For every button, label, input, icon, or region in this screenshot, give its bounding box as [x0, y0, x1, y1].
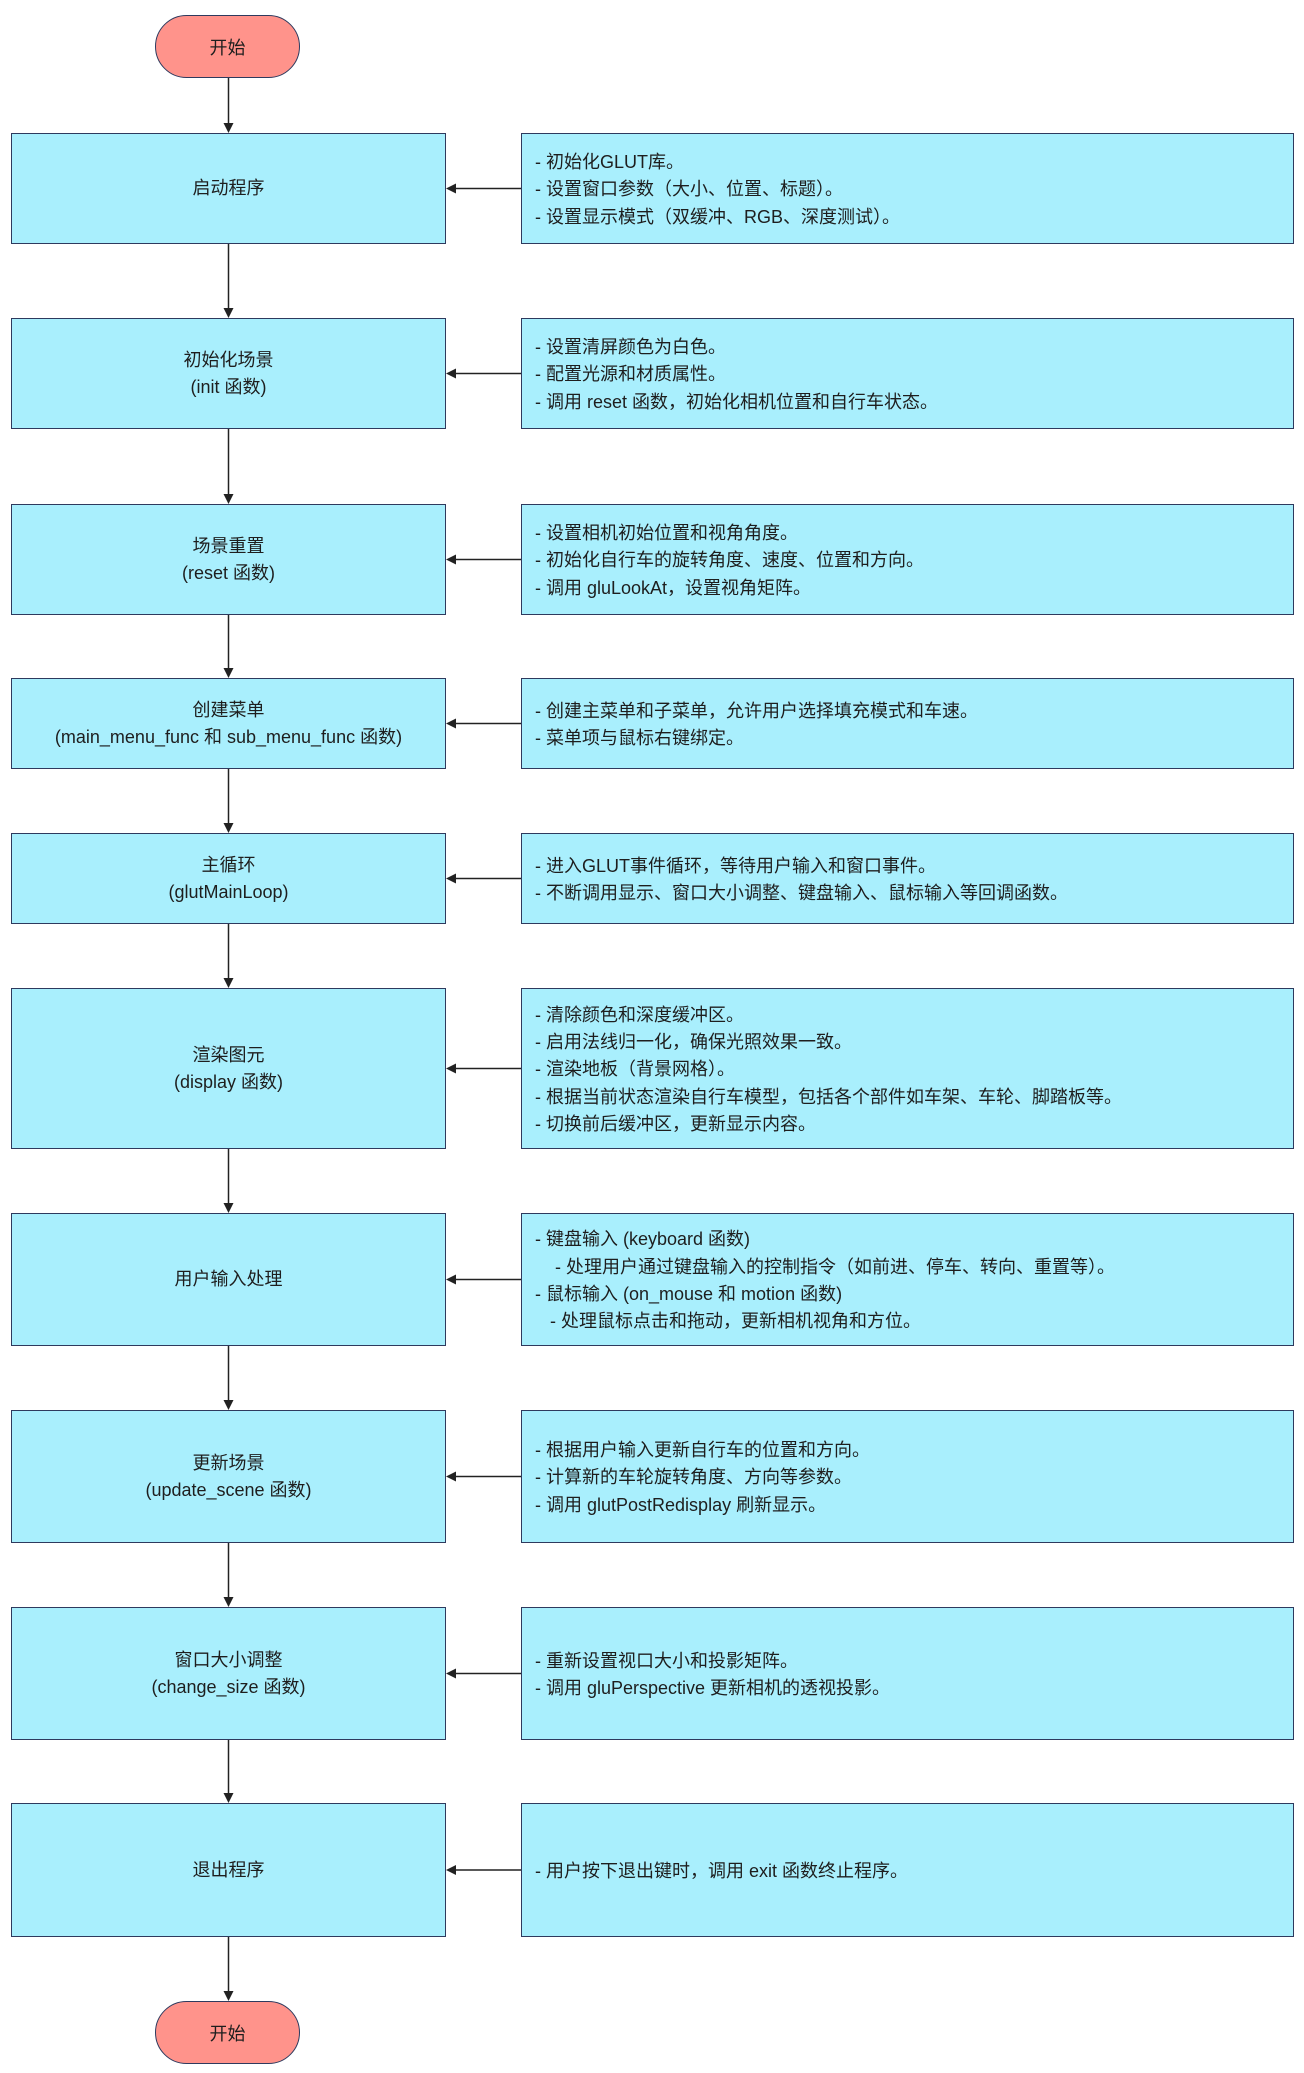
step-exit-program: 退出程序 [11, 1803, 446, 1937]
detail-line: - 鼠标输入 (on_mouse 和 motion 函数) [535, 1284, 843, 1304]
flow-arrowhead [223, 668, 234, 678]
step-title: 创建菜单 [192, 699, 265, 720]
details-user-input: - 键盘输入 (keyboard 函数) - 处理用户通过键盘输入的控制指令（如… [521, 1213, 1294, 1346]
details-exit-program: - 用户按下退出键时，调用 exit 函数终止程序。 [521, 1803, 1294, 1937]
detail-line: - 切换前后缓冲区，更新显示内容。 [535, 1113, 816, 1134]
step-title: 场景重置 [192, 535, 265, 556]
detail-arrowhead [446, 873, 456, 884]
details-launch-program: - 初始化GLUT库。 - 设置窗口参数（大小、位置、标题）。 - 设置显示模式… [521, 133, 1294, 244]
detail-line: - 配置光源和材质属性。 [535, 364, 726, 385]
detail-line: - 设置清屏颜色为白色。 [535, 337, 726, 358]
step-subtitle: (main_menu_func 和 sub_menu_func 函数) [54, 726, 403, 747]
flow-arrowhead [223, 1991, 234, 2001]
step-title: 启动程序 [192, 178, 265, 198]
step-subtitle: (change_size 函数) [151, 1676, 306, 1697]
step-title: 渲染图元 [192, 1044, 265, 1065]
detail-line: - 创建主菜单和子菜单，允许用户选择填充模式和车速。 [535, 700, 978, 721]
step-subtitle: (glutMainLoop) [168, 881, 289, 902]
detail-line: - 进入GLUT事件循环，等待用户输入和窗口事件。 [535, 855, 936, 876]
step-title: 主循环 [201, 854, 256, 875]
details-create-menu: - 创建主菜单和子菜单，允许用户选择填充模式和车速。 - 菜单项与鼠标右键绑定。 [521, 678, 1294, 769]
detail-line: - 调用 glutPostRedisplay 刷新显示。 [535, 1494, 827, 1515]
end-terminal: 开始 [155, 2001, 300, 2064]
flow-arrowhead [223, 1793, 234, 1803]
step-window-resize: 窗口大小调整 (change_size 函数) [11, 1607, 446, 1740]
detail-line: - 调用 gluLookAt，设置视角矩阵。 [535, 577, 812, 598]
detail-line: - 调用 gluPerspective 更新相机的透视投影。 [535, 1678, 891, 1698]
step-title: 用户输入处理 [174, 1269, 283, 1289]
step-launch-program: 启动程序 [11, 133, 446, 244]
details-update-scene: - 根据用户输入更新自行车的位置和方向。 - 计算新的车轮旋转角度、方向等参数。… [521, 1410, 1294, 1543]
detail-line: - 初始化自行车的旋转角度、速度、位置和方向。 [535, 550, 924, 571]
detail-line: - 根据用户输入更新自行车的位置和方向。 [535, 1440, 870, 1461]
step-reset-scene: 场景重置 (reset 函数) [11, 504, 446, 615]
detail-line: - 用户按下退出键时，调用 exit 函数终止程序。 [535, 1860, 909, 1881]
start-terminal: 开始 [155, 15, 300, 78]
detail-subline: - 处理鼠标点击和拖动，更新相机视角和方位。 [535, 1311, 921, 1332]
flow-arrowhead [223, 823, 234, 833]
step-title: 更新场景 [192, 1452, 265, 1473]
step-main-loop: 主循环 (glutMainLoop) [11, 833, 446, 924]
detail-line: - 不断调用显示、窗口大小调整、键盘输入、鼠标输入等回调函数。 [535, 883, 1068, 903]
flow-arrowhead [223, 1597, 234, 1607]
detail-arrowhead [446, 554, 456, 565]
end-terminal-label: 开始 [209, 2023, 246, 2044]
step-render-primitives: 渲染图元 (display 函数) [11, 988, 446, 1149]
detail-line: - 设置显示模式（双缓冲、RGB、深度测试）。 [535, 206, 900, 227]
step-subtitle: (display 函数) [173, 1071, 284, 1092]
step-title: 初始化场景 [183, 349, 274, 370]
detail-line: - 计算新的车轮旋转角度、方向等参数。 [535, 1467, 852, 1488]
flow-arrowhead [223, 308, 234, 318]
detail-line: - 菜单项与鼠标右键绑定。 [535, 728, 744, 748]
start-terminal-label: 开始 [209, 37, 246, 58]
detail-line: - 键盘输入 (keyboard 函数) [535, 1229, 751, 1250]
flow-arrowhead [223, 494, 234, 504]
detail-line: - 初始化GLUT库。 [535, 152, 685, 173]
details-reset-scene: - 设置相机初始位置和视角角度。 - 初始化自行车的旋转角度、速度、位置和方向。… [521, 504, 1294, 615]
step-create-menu: 创建菜单 (main_menu_func 和 sub_menu_func 函数) [11, 678, 446, 769]
details-init-scene: - 设置清屏颜色为白色。 - 配置光源和材质属性。 - 调用 reset 函数，… [521, 318, 1294, 429]
step-title: 退出程序 [192, 1859, 265, 1880]
details-render-primitives: - 清除颜色和深度缓冲区。 - 启用法线归一化，确保光照效果一致。 - 渲染地板… [521, 988, 1294, 1149]
details-window-resize: - 重新设置视口大小和投影矩阵。 - 调用 gluPerspective 更新相… [521, 1607, 1294, 1740]
detail-arrowhead [446, 718, 456, 729]
detail-line: - 设置相机初始位置和视角角度。 [535, 523, 798, 544]
details-main-loop: - 进入GLUT事件循环，等待用户输入和窗口事件。 - 不断调用显示、窗口大小调… [521, 833, 1294, 924]
detail-arrowhead [446, 1668, 456, 1679]
detail-arrowhead [446, 1274, 456, 1285]
flow-arrowhead [223, 1203, 234, 1213]
step-update-scene: 更新场景 (update_scene 函数) [11, 1410, 446, 1543]
flow-arrowhead [223, 123, 234, 133]
detail-line: - 启用法线归一化，确保光照效果一致。 [535, 1032, 852, 1053]
step-title: 窗口大小调整 [174, 1649, 283, 1670]
step-init-scene: 初始化场景 (init 函数) [11, 318, 446, 429]
detail-arrowhead [446, 1865, 456, 1875]
detail-line: - 根据当前状态渲染自行车模型，包括各个部件如车架、车轮、脚踏板等。 [535, 1086, 1122, 1107]
detail-subline: - 处理用户通过键盘输入的控制指令（如前进、停车、转向、重置等）。 [535, 1256, 1115, 1277]
flow-arrowhead [223, 978, 234, 988]
detail-line: - 清除颜色和深度缓冲区。 [535, 1004, 744, 1025]
step-subtitle: (reset 函数) [181, 562, 275, 583]
detail-line: - 渲染地板（背景网格）。 [535, 1059, 735, 1080]
detail-line: - 重新设置视口大小和投影矩阵。 [535, 1650, 798, 1671]
detail-arrowhead [446, 1471, 456, 1482]
detail-arrowhead [446, 183, 456, 194]
detail-line: - 设置窗口参数（大小、位置、标题）。 [535, 179, 843, 200]
step-subtitle: (init 函数) [190, 376, 267, 397]
detail-arrowhead [446, 1063, 456, 1074]
detail-arrowhead [446, 368, 456, 379]
detail-line: - 调用 reset 函数，初始化相机位置和自行车状态。 [535, 391, 939, 412]
step-subtitle: (update_scene 函数) [145, 1479, 312, 1500]
flow-arrowhead [223, 1400, 234, 1410]
step-user-input: 用户输入处理 [11, 1213, 446, 1346]
